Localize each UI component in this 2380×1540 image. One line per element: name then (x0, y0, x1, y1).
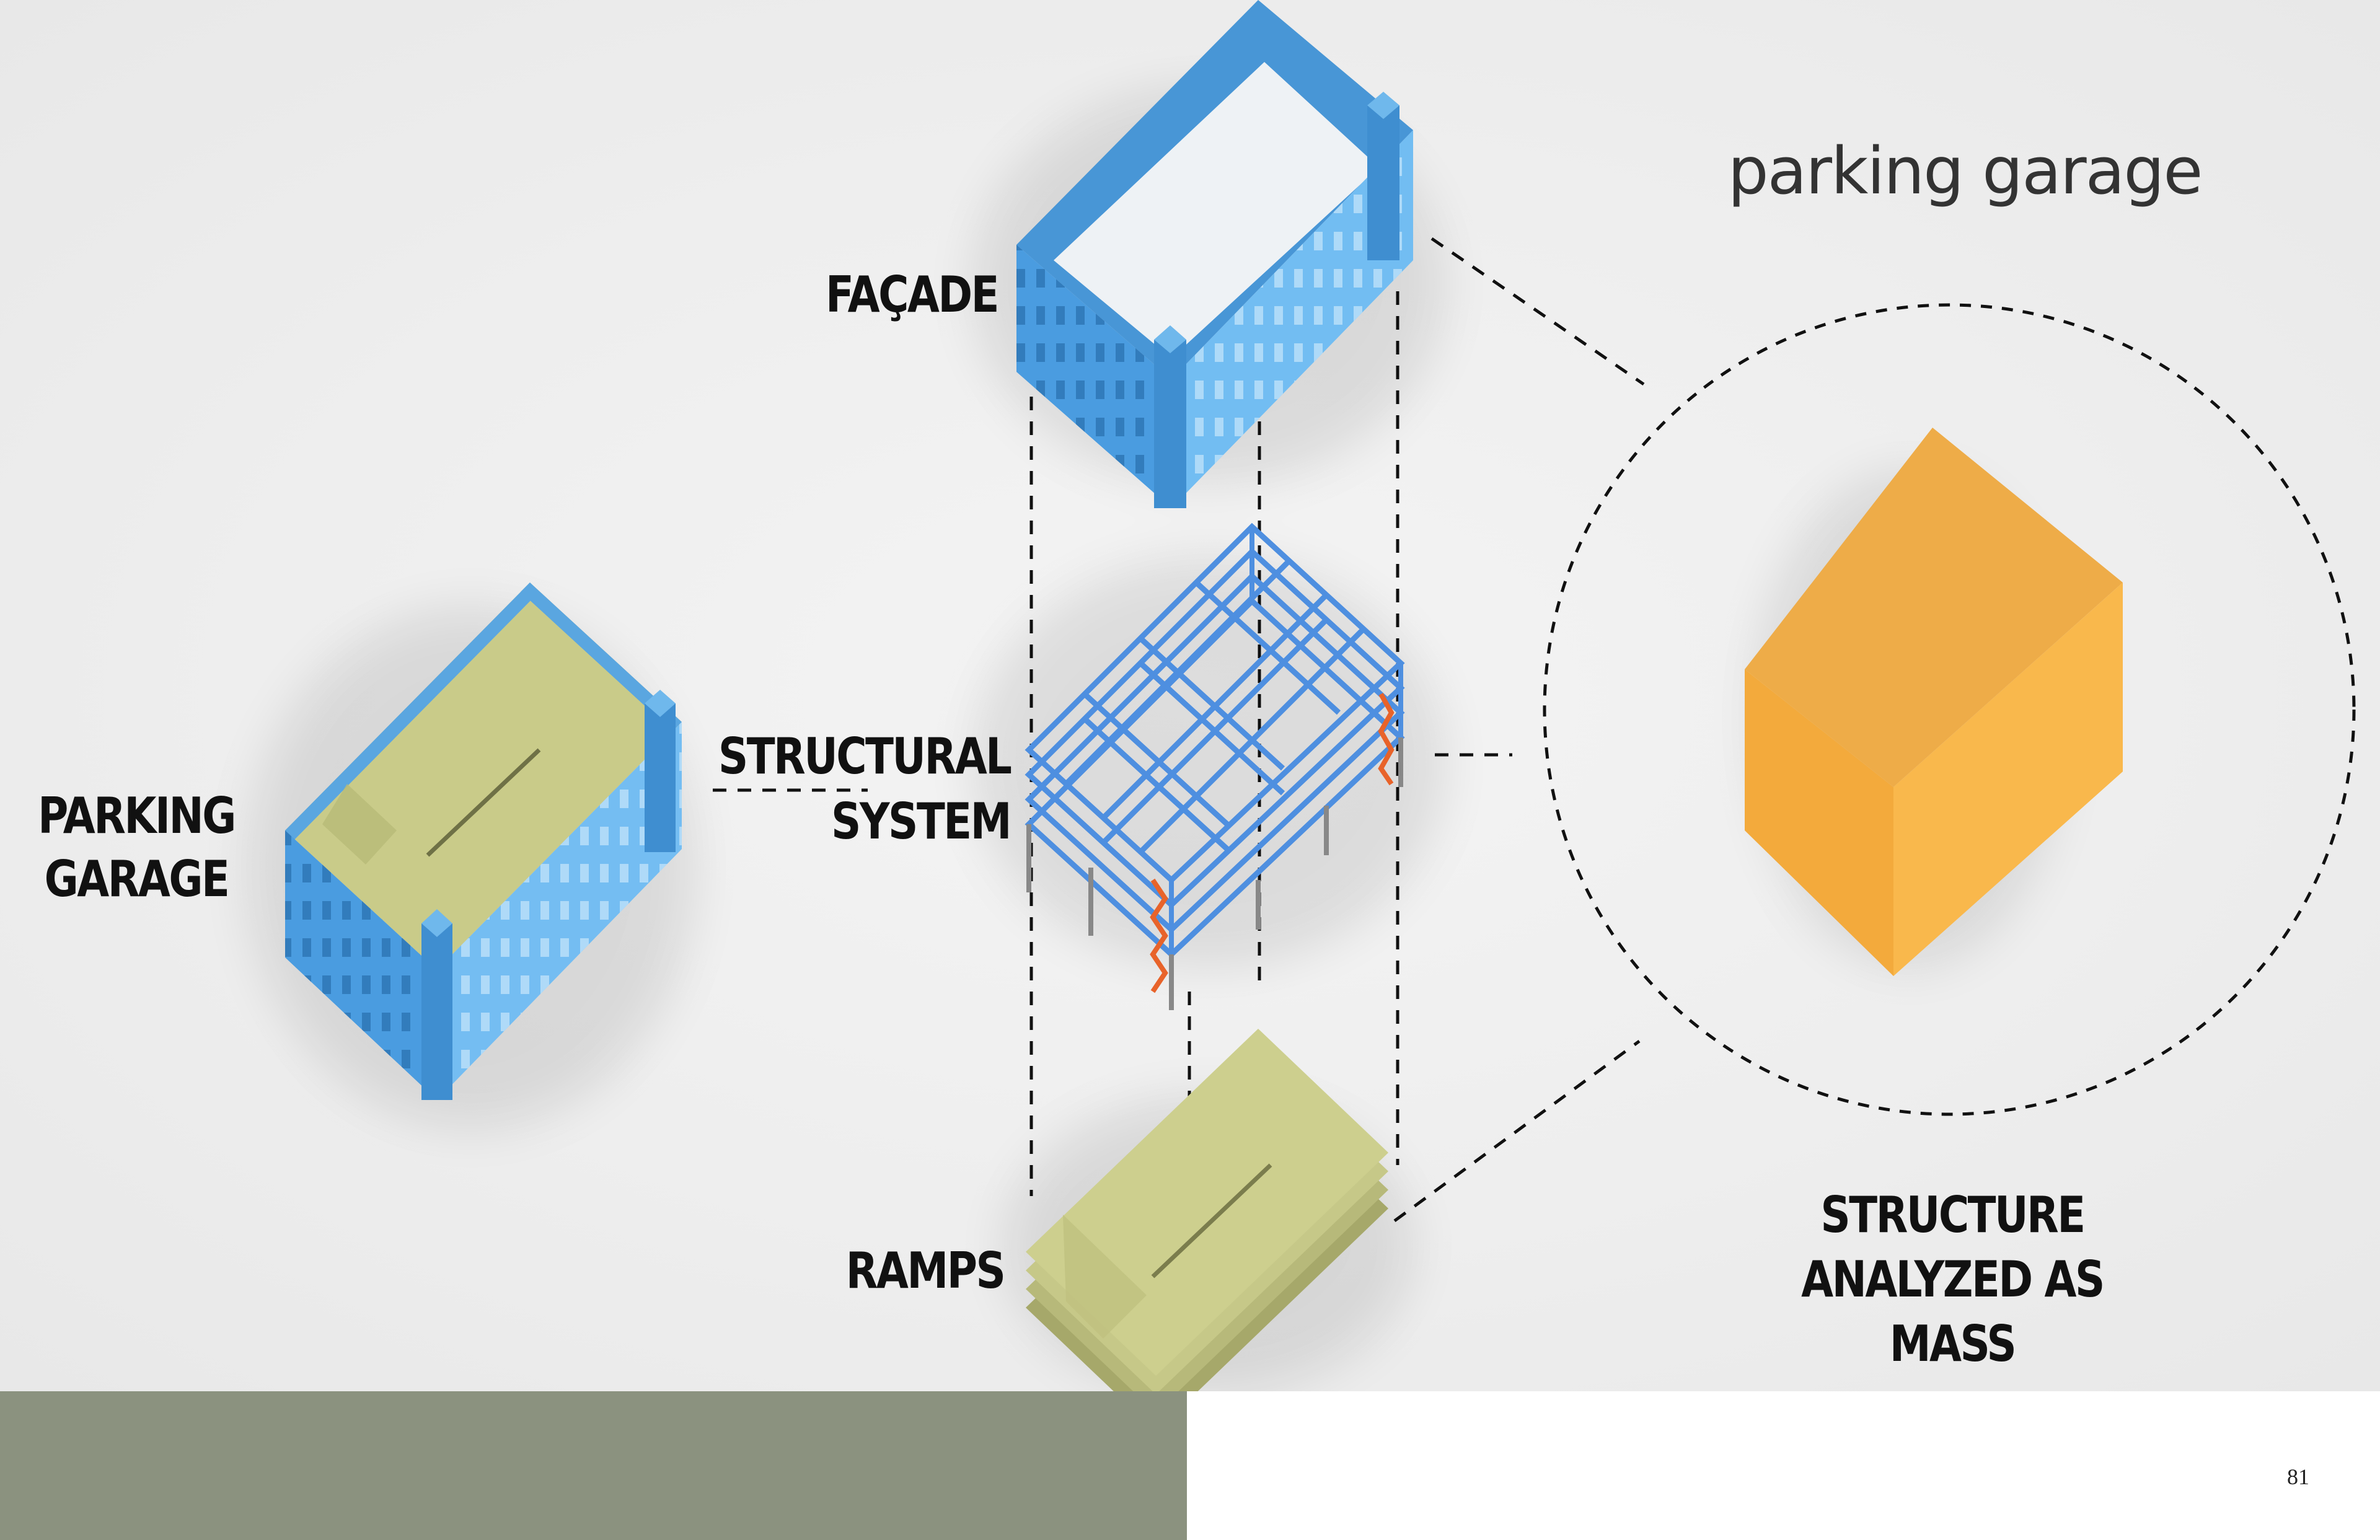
mass-box-model (1745, 428, 2123, 976)
parking-garage-model (285, 583, 682, 1100)
mass-label-line2: ANALYZED AS (1801, 1251, 2105, 1308)
mass-label-line1: STRUCTURE (1820, 1186, 2086, 1244)
ramps-label: RAMPS (845, 1242, 1005, 1300)
olive-color-block (0, 1391, 1187, 1540)
facade-model (1016, 0, 1413, 508)
parking-label-line2: GARAGE (44, 850, 230, 908)
ramps-model (1026, 1029, 1388, 1391)
mass-label-line3: MASS (1889, 1315, 2017, 1373)
page-number: 81 (2287, 1464, 2309, 1489)
structural-frame-model (1025, 522, 1405, 1010)
mass-circle (1543, 303, 2356, 1116)
parking-label-line1: PARKING (38, 787, 236, 845)
exploded-axonometric-diagram (248, 0, 2356, 1391)
page-title: parking garage (1727, 133, 2203, 209)
structural-label-line2: SYSTEM (831, 793, 1011, 850)
facade-label: FAÇADE (825, 266, 1000, 323)
structural-label-line1: STRUCTURAL (718, 728, 1011, 785)
